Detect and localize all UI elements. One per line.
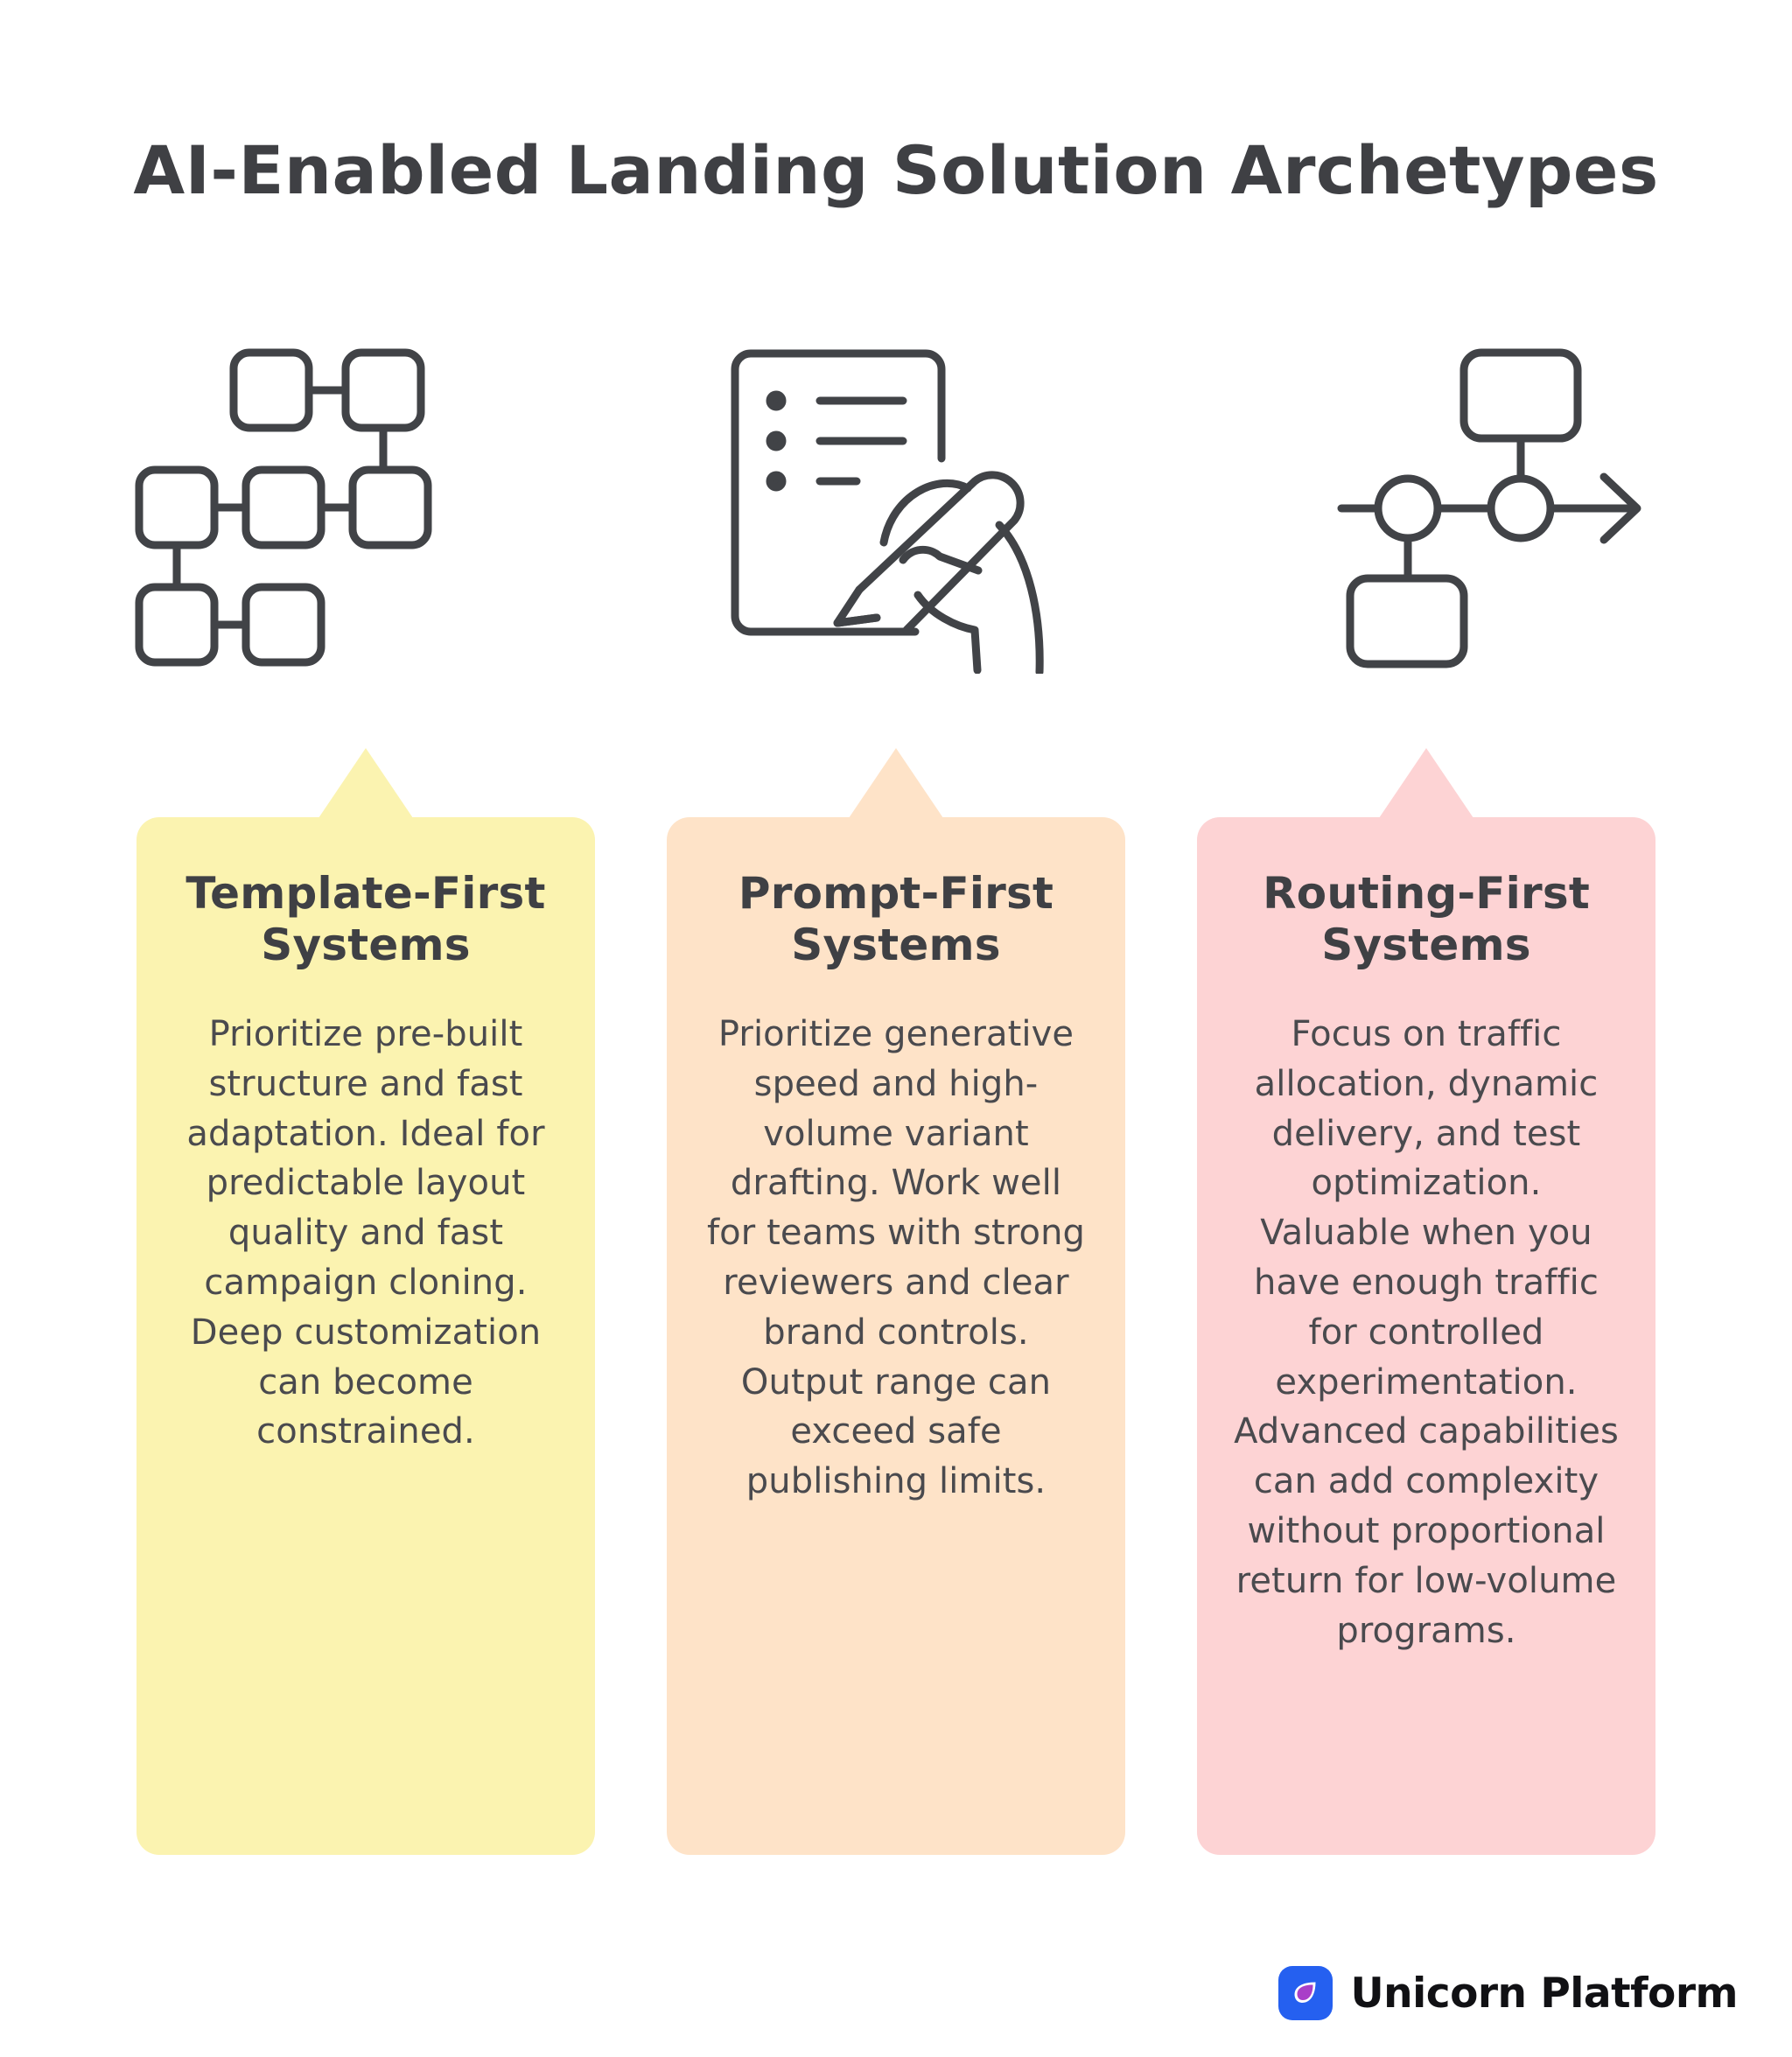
- card-prompt-first: Prompt-First Systems Prioritize generati…: [667, 748, 1125, 1855]
- card-body-routing: Routing-First Systems Focus on traffic a…: [1197, 817, 1656, 1855]
- brand-footer: Unicorn Platform: [1278, 1966, 1738, 2020]
- card-description-template: Prioritize pre-built structure and fast …: [186, 1014, 545, 1452]
- card-pointer-routing: [1379, 748, 1474, 818]
- routing-flow-icon: [1327, 346, 1660, 669]
- card-description-routing: Focus on traffic allocation, dynamic del…: [1234, 1014, 1619, 1651]
- card-template-first: Template-First Systems Prioritize pre-bu…: [136, 748, 595, 1855]
- card-title-template: Template-First Systems: [186, 868, 546, 970]
- card-body-prompt: Prompt-First Systems Prioritize generati…: [667, 817, 1125, 1855]
- brand-name-label: Unicorn Platform: [1350, 1969, 1738, 2018]
- template-grid-icon: [132, 346, 465, 669]
- cards-row: Template-First Systems Prioritize pre-bu…: [0, 748, 1792, 1859]
- icons-row: [0, 324, 1792, 691]
- card-body-template: Template-First Systems Prioritize pre-bu…: [136, 817, 595, 1855]
- icon-cell-routing: [1194, 324, 1792, 691]
- icon-cell-template: [0, 324, 598, 691]
- page-title: AI-Enabled Landing Solution Archetypes: [133, 131, 1659, 209]
- card-routing-first: Routing-First Systems Focus on traffic a…: [1197, 748, 1656, 1855]
- card-pointer-prompt: [849, 748, 943, 818]
- card-title-routing: Routing-First Systems: [1263, 868, 1590, 970]
- card-title-prompt: Prompt-First Systems: [738, 868, 1054, 970]
- hand-writing-document-icon: [721, 341, 1071, 674]
- card-pointer-template: [318, 748, 413, 818]
- card-description-prompt: Prioritize generative speed and high-vol…: [706, 1014, 1086, 1502]
- unicorn-leaf-logo-icon: [1278, 1966, 1334, 2020]
- icon-cell-prompt: [598, 324, 1195, 691]
